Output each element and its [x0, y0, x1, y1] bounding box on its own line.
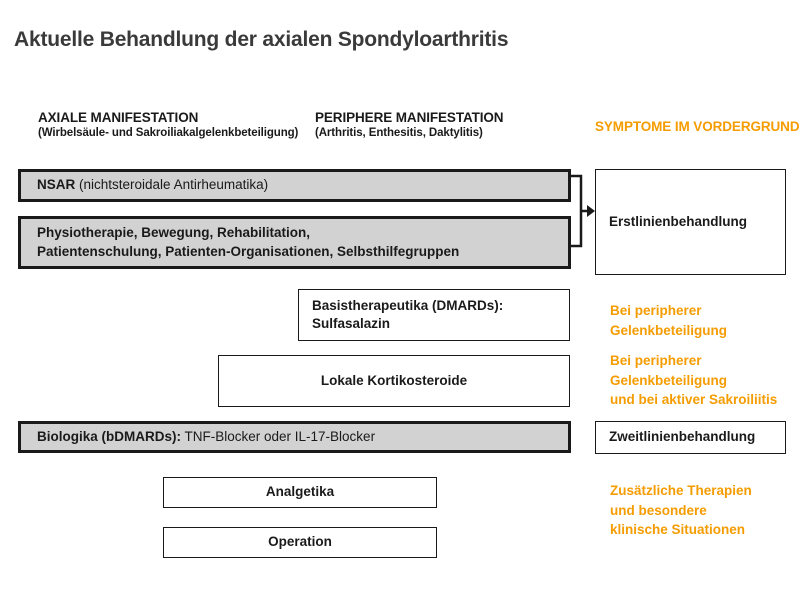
column-header-axial: AXIALE MANIFESTATION (Wirbelsäule- und S…	[38, 110, 298, 139]
column-header-symptoms: SYMPTOME IM VORDERGRUND	[595, 119, 800, 134]
first-line-label: Erstlinienbehandlung	[609, 213, 748, 229]
analgesics-label: Analgetika	[265, 484, 335, 500]
treatment-box-corticosteroids: Lokale Kortikosteroide	[218, 355, 570, 407]
treatment-box-dmards: Basistherapeutika (DMARDs): Sulfasalazin	[298, 289, 570, 341]
label-box-first-line: Erstlinienbehandlung	[595, 169, 786, 275]
dmards-label: Basistherapeutika (DMARDs): Sulfasalazin	[312, 297, 504, 331]
biologics-description: TNF-Blocker oder IL-17-Blocker	[181, 428, 376, 444]
surgery-label: Operation	[268, 534, 332, 550]
treatment-box-surgery: Operation	[163, 527, 437, 558]
biologics-label: Biologika (bDMARDs):	[37, 428, 181, 444]
peripheral-manifestation-title: PERIPHERE MANIFESTATION	[315, 110, 504, 125]
treatment-box-analgesics: Analgetika	[163, 477, 437, 508]
axial-manifestation-subtitle: (Wirbelsäule- und Sakroiliakalgelenkbete…	[38, 127, 299, 139]
label-box-second-line: Zweitlinienbehandlung	[595, 421, 786, 454]
corticosteroids-label: Lokale Kortikosteroide	[320, 372, 468, 388]
symptoms-header-title: SYMPTOME IM VORDERGRUND	[595, 119, 800, 134]
note-peripheral-involvement: Bei peripherer Gelenkbeteiligung	[610, 303, 728, 338]
nsar-description: (nichtsteroidale Antirheumatika)	[75, 177, 269, 193]
note-peripheral-sacroiliitis: Bei peripherer Gelenkbeteiligung und bei…	[610, 353, 778, 408]
first-line-bracket-arrow	[570, 174, 595, 248]
nsar-label: NSAR	[37, 177, 76, 193]
treatment-box-physiotherapy: Physiotherapie, Bewegung, Rehabilitation…	[18, 216, 571, 269]
treatment-box-biologics: Biologika (bDMARDs): TNF-Blocker oder IL…	[18, 421, 571, 453]
peripheral-manifestation-subtitle: (Arthritis, Enthesitis, Daktylitis)	[315, 127, 483, 139]
column-header-peripheral: PERIPHERE MANIFESTATION (Arthritis, Enth…	[315, 110, 504, 139]
note-additional-therapies: Zusätzliche Therapien und besondere klin…	[610, 483, 752, 538]
physiotherapy-label: Physiotherapie, Bewegung, Rehabilitation…	[37, 225, 460, 259]
second-line-label: Zweitlinienbehandlung	[609, 429, 756, 445]
axial-manifestation-title: AXIALE MANIFESTATION	[38, 110, 199, 125]
treatment-box-nsar: NSAR (nichtsteroidale Antirheumatika)	[18, 169, 571, 202]
page-title: Aktuelle Behandlung der axialen Spondylo…	[14, 28, 509, 51]
